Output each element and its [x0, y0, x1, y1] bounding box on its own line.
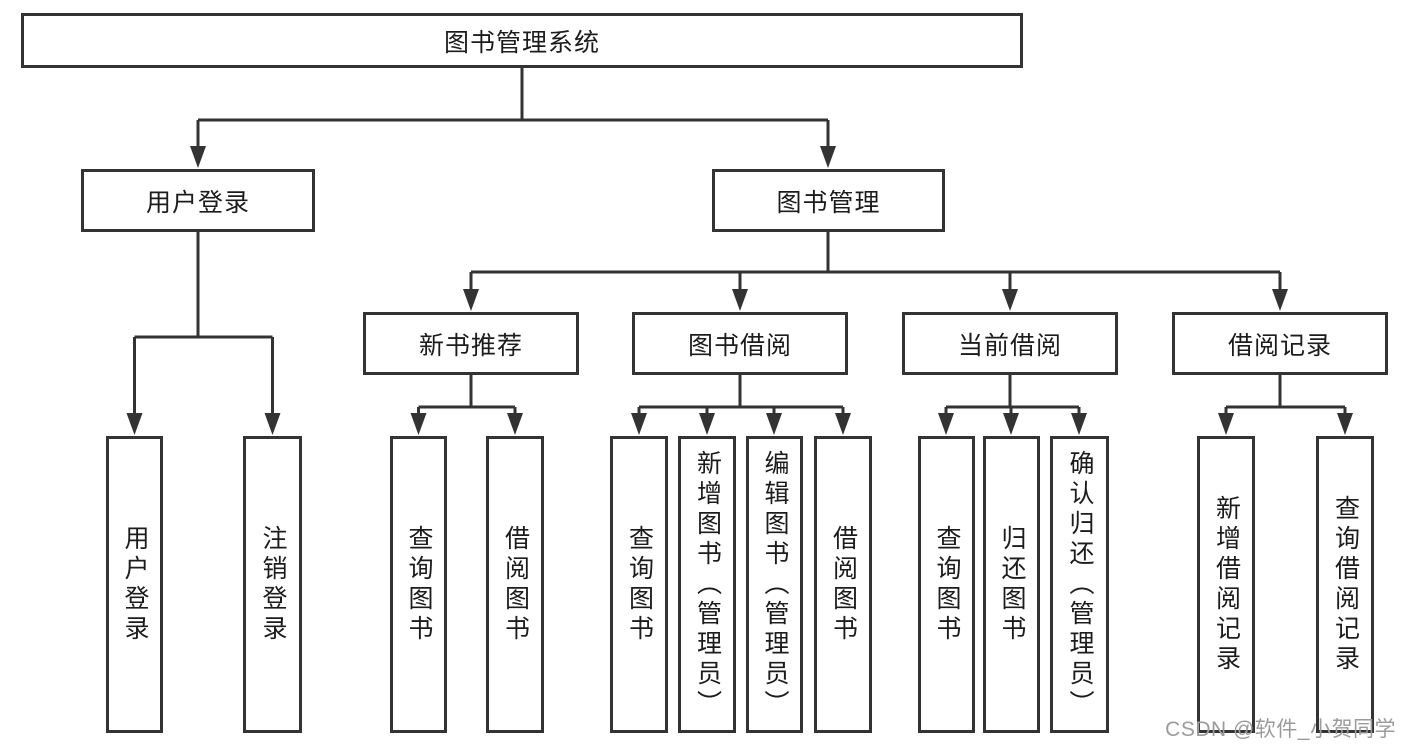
arrow-down-icon [938, 413, 954, 435]
leaf-query-books-borrowing: 查询图书 [610, 436, 668, 733]
leaf-logout: 注销登录 [243, 436, 302, 733]
node-current-borrowing: 当前借阅 [902, 312, 1118, 375]
leaf-query-books-current: 查询图书 [918, 436, 975, 733]
arrow-down-icon [410, 413, 427, 435]
arrow-down-icon [1071, 413, 1087, 435]
node-book-borrowing: 图书借阅 [632, 312, 848, 375]
arrow-down-icon [835, 413, 851, 435]
leaf-user-login: 用户登录 [106, 436, 163, 733]
node-book-management: 图书管理 [712, 169, 945, 232]
leaf-add-borrow-record: 新增借阅记录 [1197, 436, 1255, 733]
leaf-query-books-recommend: 查询图书 [390, 436, 447, 733]
arrow-down-icon [1218, 413, 1234, 435]
tree-wires [133, 68, 1347, 416]
arrow-down-icon [820, 146, 836, 168]
node-user-login: 用户登录 [81, 169, 315, 232]
watermark: CSDN @软件_小贺同学 [1165, 718, 1396, 741]
arrow-down-icon [766, 413, 782, 435]
leaf-return-books: 归还图书 [983, 436, 1040, 733]
arrowheads [126, 146, 1353, 435]
node-root-system: 图书管理系统 [21, 13, 1023, 68]
arrow-down-icon [732, 289, 748, 311]
leaf-borrow-books-recommend: 借阅图书 [486, 436, 544, 733]
arrow-down-icon [507, 413, 523, 435]
arrow-down-icon [631, 413, 647, 435]
leaf-edit-books-admin: 编辑图书（管理员） [746, 436, 803, 733]
arrow-down-icon [190, 146, 206, 168]
leaf-confirm-return-admin: 确认归还（管理员） [1050, 436, 1109, 733]
arrow-down-icon [1272, 289, 1288, 311]
leaf-borrow-books: 借阅图书 [814, 436, 872, 733]
arrow-down-icon [264, 413, 281, 435]
leaf-query-borrow-record: 查询借阅记录 [1316, 436, 1374, 733]
arrow-down-icon [126, 413, 143, 435]
arrow-down-icon [699, 413, 715, 435]
arrow-down-icon [1337, 413, 1353, 435]
leaf-add-books-admin: 新增图书（管理员） [678, 436, 736, 733]
arrow-down-icon [1003, 413, 1019, 435]
arrow-down-icon [1002, 289, 1018, 311]
arrow-down-icon [463, 289, 479, 311]
node-new-book-recommend: 新书推荐 [363, 312, 579, 375]
node-borrowing-records: 借阅记录 [1172, 312, 1388, 375]
